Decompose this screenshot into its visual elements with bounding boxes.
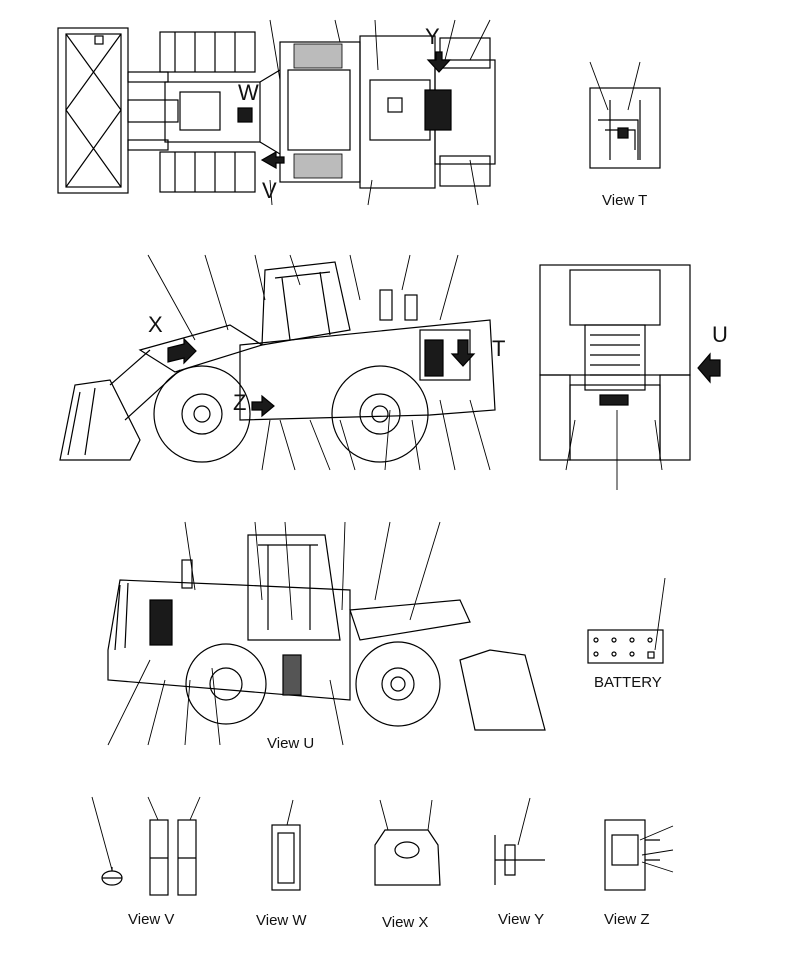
view-y-label: View Y xyxy=(498,911,545,928)
view-v-label: View V xyxy=(128,911,175,928)
view-letter-x: X xyxy=(148,312,163,337)
view-y-detail xyxy=(494,797,545,885)
view-u-label: View U xyxy=(267,735,315,752)
battery-detail xyxy=(587,577,666,664)
view-x-label: View X xyxy=(382,914,429,931)
view-w-detail xyxy=(271,799,301,891)
view-v-detail xyxy=(91,796,201,896)
view-z-label: View Z xyxy=(604,911,650,928)
view-letter-v: V xyxy=(262,178,277,203)
top-view-machine xyxy=(57,19,496,206)
view-w-label: View W xyxy=(256,912,307,929)
view-letter-t: T xyxy=(492,336,506,361)
view-t-label: View T xyxy=(602,192,648,209)
view-t-detail xyxy=(589,61,661,169)
right-side-view-machine xyxy=(107,521,546,746)
view-letter-u: U xyxy=(712,322,728,347)
view-letter-z: Z xyxy=(233,390,247,415)
view-letter-y: Y xyxy=(425,24,440,49)
front-view-machine xyxy=(539,264,721,490)
left-side-view-machine xyxy=(59,254,496,471)
view-z-detail xyxy=(604,819,674,891)
battery-label: BATTERY xyxy=(594,674,662,691)
view-letter-w: W xyxy=(238,80,259,105)
view-x-detail xyxy=(374,799,441,886)
